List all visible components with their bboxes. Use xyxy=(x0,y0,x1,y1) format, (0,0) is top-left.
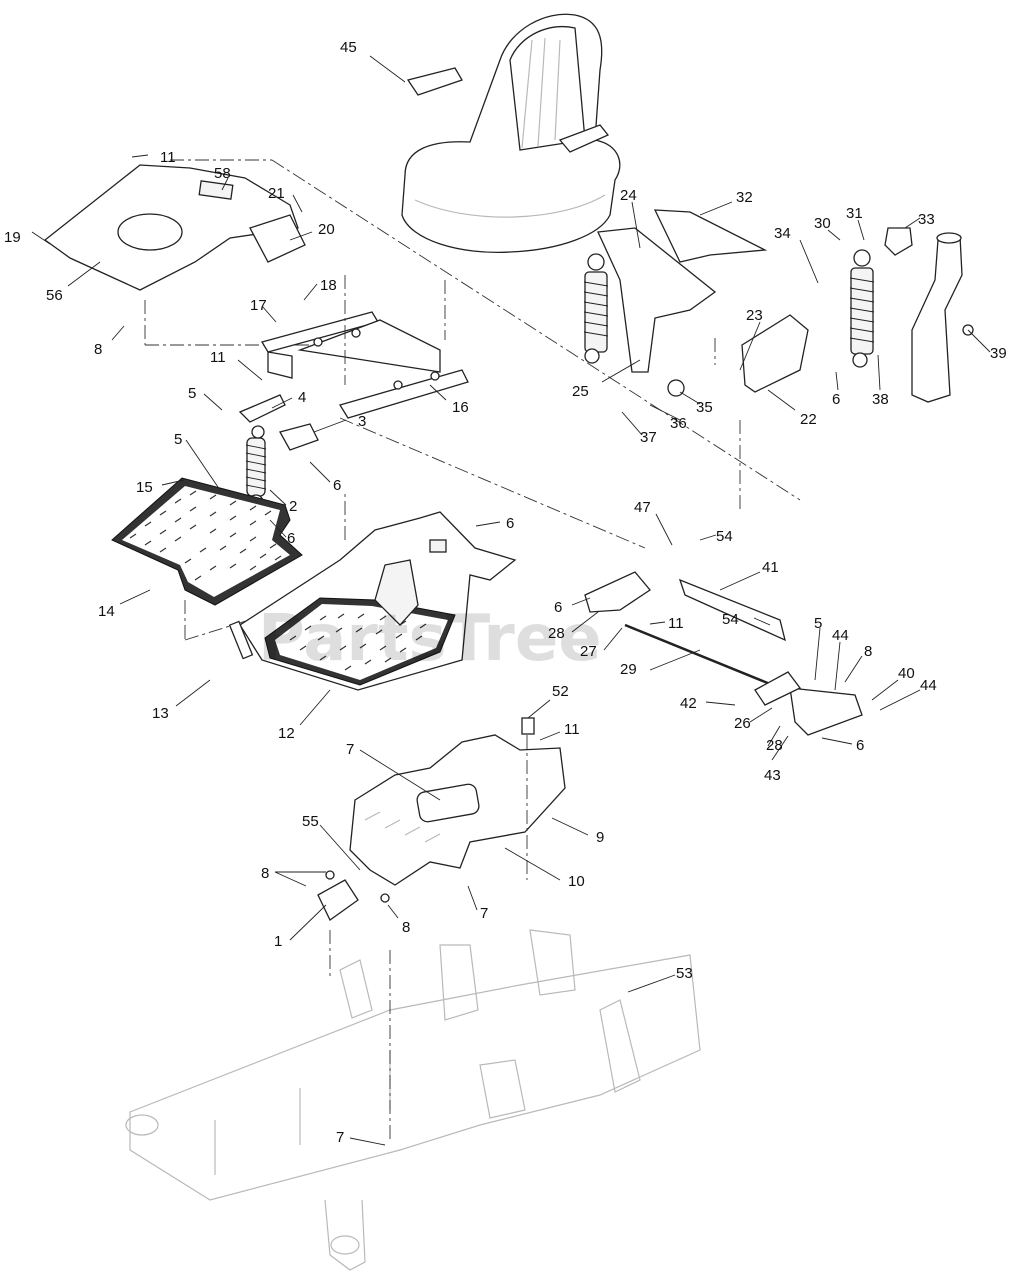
seat-rail-bracket xyxy=(261,275,469,419)
callout-15: 15 xyxy=(136,479,153,496)
console-deck xyxy=(349,717,566,886)
callout-34: 34 xyxy=(774,225,791,242)
callout-45: 45 xyxy=(340,39,357,56)
steering-linkage xyxy=(339,417,863,736)
callout-41: 41 xyxy=(762,559,779,576)
callout-44: 44 xyxy=(832,627,849,644)
callout-21: 21 xyxy=(268,185,285,202)
callout-39: 39 xyxy=(990,345,1007,362)
callout-56: 56 xyxy=(46,287,63,304)
leader-lines xyxy=(31,154,991,1146)
callout-6: 6 xyxy=(506,515,514,532)
callout-24: 24 xyxy=(620,187,637,204)
callout-20: 20 xyxy=(318,221,335,238)
callout-6: 6 xyxy=(287,530,295,547)
callout-8: 8 xyxy=(94,341,102,358)
callout-22: 22 xyxy=(800,411,817,428)
callout-54: 54 xyxy=(716,528,733,545)
callout-36: 36 xyxy=(670,415,687,432)
chassis-frame xyxy=(125,929,701,1271)
rh-shock-arm xyxy=(849,227,974,403)
callout-37: 37 xyxy=(640,429,657,446)
floor-mat xyxy=(111,477,303,641)
callout-13: 13 xyxy=(152,705,169,722)
callout-11: 11 xyxy=(668,615,684,632)
callout-35: 35 xyxy=(696,399,713,416)
control-bracket xyxy=(317,870,390,921)
callout-6: 6 xyxy=(554,599,562,616)
callout-38: 38 xyxy=(872,391,889,408)
callout-19: 19 xyxy=(4,229,21,246)
callout-1: 1 xyxy=(274,933,282,950)
callout-28: 28 xyxy=(766,737,783,754)
callout-43: 43 xyxy=(764,767,781,784)
callout-54: 54 xyxy=(722,611,739,628)
top-pan xyxy=(43,159,801,501)
callout-58: 58 xyxy=(214,165,231,182)
callout-11: 11 xyxy=(564,721,580,738)
callout-26: 26 xyxy=(734,715,751,732)
callout-31: 31 xyxy=(846,205,863,222)
callout-18: 18 xyxy=(320,277,337,294)
callout-28: 28 xyxy=(548,625,565,642)
callout-3: 3 xyxy=(358,413,366,430)
left-shock-assembly xyxy=(238,394,319,510)
callout-33: 33 xyxy=(918,211,935,228)
callout-40: 40 xyxy=(898,665,915,682)
callout-7: 7 xyxy=(336,1129,344,1146)
callout-11: 11 xyxy=(160,149,176,166)
callout-8: 8 xyxy=(261,865,269,882)
callout-4: 4 xyxy=(298,389,306,406)
callout-5: 5 xyxy=(174,431,182,448)
callout-8: 8 xyxy=(864,643,872,660)
callout-10: 10 xyxy=(568,873,585,890)
rh-mount-bracket xyxy=(583,209,809,397)
callout-52: 52 xyxy=(552,683,569,700)
callout-25: 25 xyxy=(572,383,589,400)
watermark: PartsTree xyxy=(258,602,602,676)
callout-12: 12 xyxy=(278,725,295,742)
callout-5: 5 xyxy=(814,615,822,632)
callout-2: 2 xyxy=(289,498,297,515)
callout-23: 23 xyxy=(746,307,763,324)
callout-7: 7 xyxy=(480,905,488,922)
callout-8: 8 xyxy=(402,919,410,936)
callout-16: 16 xyxy=(452,399,469,416)
callout-labels: 45 11 58 21 20 19 56 8 17 18 16 11 5 4 3… xyxy=(4,39,1007,1146)
callout-5: 5 xyxy=(188,385,196,402)
callout-6: 6 xyxy=(832,391,840,408)
callout-47: 47 xyxy=(634,499,651,516)
callout-11: 11 xyxy=(210,349,226,366)
callout-55: 55 xyxy=(302,813,319,830)
seat-assembly xyxy=(369,13,621,254)
callout-27: 27 xyxy=(580,643,597,660)
callout-9: 9 xyxy=(596,829,604,846)
callout-14: 14 xyxy=(98,603,115,620)
callout-6: 6 xyxy=(333,477,341,494)
floor-pan xyxy=(228,511,517,691)
callout-7: 7 xyxy=(346,741,354,758)
callout-32: 32 xyxy=(736,189,753,206)
callout-53: 53 xyxy=(676,965,693,982)
callout-17: 17 xyxy=(250,297,267,314)
callout-30: 30 xyxy=(814,215,831,232)
callout-44: 44 xyxy=(920,677,937,694)
callout-29: 29 xyxy=(620,661,637,678)
callout-42: 42 xyxy=(680,695,697,712)
callout-6: 6 xyxy=(856,737,864,754)
